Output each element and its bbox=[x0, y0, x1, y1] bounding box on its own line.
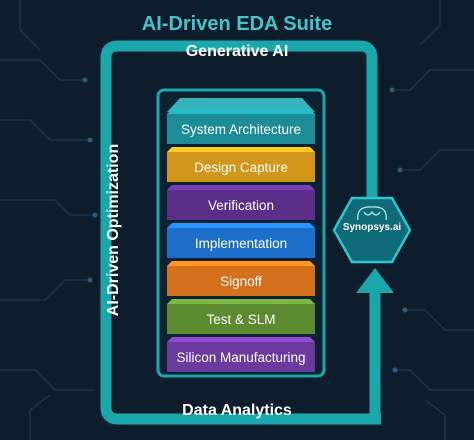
stack-cap bbox=[167, 98, 315, 112]
synopsys-badge bbox=[332, 196, 412, 264]
layer-verification: Verification bbox=[167, 190, 315, 220]
ai-optimization-label: AI-Driven Optimization bbox=[105, 143, 122, 317]
layer-implementation: Implementation bbox=[167, 228, 315, 258]
up-arrow-head bbox=[356, 268, 394, 293]
diagram-title: AI-Driven EDA Suite bbox=[141, 13, 333, 35]
data-analytics-label: Data Analytics bbox=[182, 402, 292, 419]
frame-loop bbox=[100, 40, 381, 425]
layer-silicon-manufacturing: Silicon Manufacturing bbox=[167, 342, 315, 372]
layer-signoff: Signoff bbox=[167, 266, 315, 296]
brain-icon bbox=[357, 206, 387, 221]
synopsys-ai-label: Synopsys.ai bbox=[342, 222, 402, 233]
layer-design-capture: Design Capture bbox=[167, 152, 315, 182]
generative-ai-label: Generative AI bbox=[185, 43, 289, 60]
layer-test-slm: Test & SLM bbox=[167, 304, 315, 334]
layer-system-architecture: System Architecture bbox=[167, 114, 315, 144]
